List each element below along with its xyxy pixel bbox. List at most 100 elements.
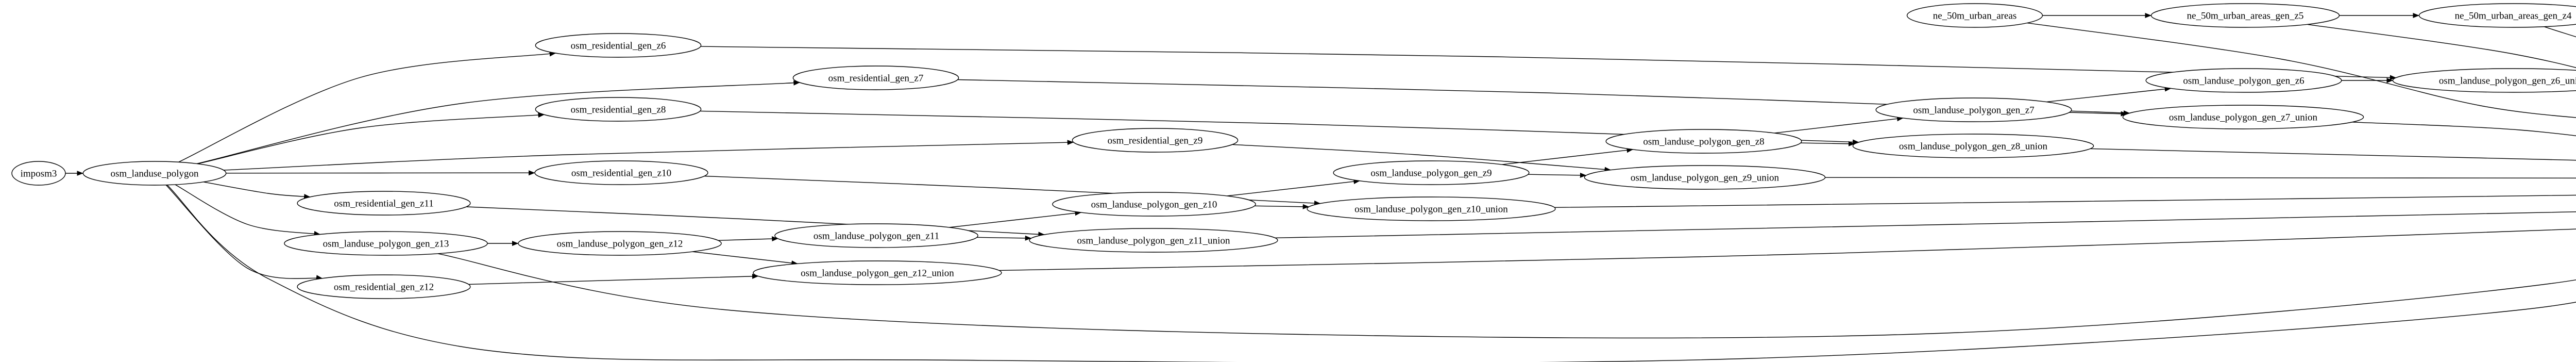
- edge-osm_landuse_polygon-to-osm_landuse_polygon_gen_z13: [175, 184, 320, 236]
- node-ellipse: [1852, 134, 2094, 158]
- edge-osm_landuse_polygon_gen_z12-to-osm_landuse_polygon_gen_z12_union: [692, 251, 798, 266]
- node-label: osm_landuse_polygon_gen_z11: [814, 231, 939, 242]
- edge-osm_landuse_polygon_gen_z9-to-osm_landuse_polygon_gen_z8: [1502, 147, 1633, 165]
- node-label: ne_50m_urban_areas_gen_z5: [2187, 11, 2304, 22]
- edge-osm_landuse_polygon-to-osm_residential_gen_z11: [203, 182, 311, 199]
- node-osm_landuse_polygon_gen_z11: osm_landuse_polygon_gen_z11: [774, 223, 978, 248]
- node-ellipse: [2150, 3, 2340, 28]
- edge-ne_50m_urban_areas_gen_z4-to-layer_landuse-z4: [2544, 26, 2576, 38]
- edge-osm_landuse_polygon_gen_z7-to-osm_landuse_polygon_gen_z7_union: [2069, 111, 2128, 117]
- node-ellipse: [1333, 160, 1530, 185]
- node-ellipse: [792, 65, 959, 90]
- edge-osm_residential_gen_z12-to-osm_landuse_polygon_gen_z12_union: [468, 273, 759, 285]
- node-ellipse: [1584, 165, 1826, 190]
- node-osm_landuse_polygon_gen_z7_union: osm_landuse_polygon_gen_z7_union: [2122, 105, 2364, 129]
- edge-ne_50m_urban_areas_gen_z5-to-layer_landuse-z5: [2307, 24, 2576, 69]
- edge-osm_landuse_polygon_gen_z11-to-osm_landuse_polygon_gen_z11_union: [977, 235, 1032, 241]
- node-label: ne_50m_urban_areas_gen_z4: [2455, 11, 2572, 22]
- node-osm_landuse_polygon: osm_landuse_polygon: [82, 161, 227, 186]
- node-ellipse: [11, 161, 66, 186]
- node-osm_landuse_polygon_gen_z12_union: osm_landuse_polygon_gen_z12_union: [753, 260, 1002, 285]
- node-label: osm_landuse_polygon_gen_z11_union: [1077, 236, 1230, 246]
- node-label: osm_residential_gen_z10: [571, 168, 671, 179]
- node-ellipse: [1307, 196, 1556, 221]
- node-imposm3: imposm3: [11, 161, 66, 186]
- node-osm_landuse_polygon_gen_z6: osm_landuse_polygon_gen_z6: [2145, 68, 2342, 93]
- node-label: osm_landuse_polygon_gen_z6: [2183, 76, 2304, 87]
- node-label: osm_landuse_polygon_gen_z10_union: [1354, 204, 1508, 215]
- node-label: osm_residential_gen_z6: [571, 41, 666, 52]
- edge-osm_landuse_polygon_gen_z7_union-to-layer_landuse-z7: [2352, 122, 2576, 136]
- node-label: osm_residential_gen_z11: [334, 199, 433, 209]
- node-label: osm_landuse_polygon_gen_z9: [1370, 168, 1492, 179]
- node-ne_50m_urban_areas: ne_50m_urban_areas: [1906, 3, 2043, 28]
- node-label: osm_landuse_polygon_gen_z7_union: [2169, 112, 2318, 123]
- node-osm_landuse_polygon_gen_z10_union: osm_landuse_polygon_gen_z10_union: [1307, 196, 1556, 221]
- node-label: osm_residential_gen_z8: [571, 105, 666, 116]
- node-osm_landuse_polygon_gen_z11_union: osm_landuse_polygon_gen_z11_union: [1029, 228, 1278, 253]
- edge-osm_residential_gen_z6-to-osm_landuse_polygon_gen_z6_union: [700, 46, 2397, 80]
- node-ellipse: [1605, 129, 1802, 154]
- node-label: imposm3: [21, 169, 57, 179]
- node-label: osm_landuse_polygon_gen_z12: [557, 239, 683, 250]
- node-ellipse: [1906, 3, 2043, 28]
- node-ellipse: [534, 160, 708, 185]
- node-label: osm_landuse_polygon_gen_z7: [1913, 105, 2034, 116]
- node-osm_landuse_polygon_gen_z8: osm_landuse_polygon_gen_z8: [1605, 129, 1802, 154]
- edge-osm_landuse_polygon_gen_z10-to-osm_landuse_polygon_gen_z10_union: [1255, 204, 1310, 209]
- node-osm_landuse_polygon_gen_z7: osm_landuse_polygon_gen_z7: [1875, 97, 2072, 122]
- edge-osm_landuse_polygon_gen_z9-to-osm_landuse_polygon_gen_z9_union: [1528, 172, 1587, 178]
- node-osm_landuse_polygon_gen_z10: osm_landuse_polygon_gen_z10: [1052, 192, 1256, 217]
- edge-osm_landuse_polygon-to-osm_residential_gen_z8: [197, 112, 545, 164]
- edge-osm_landuse_polygon_gen_z12-to-osm_landuse_polygon_gen_z11: [718, 236, 778, 242]
- node-osm_residential_gen_z7: osm_residential_gen_z7: [792, 65, 959, 90]
- node-osm_residential_gen_z12: osm_residential_gen_z12: [297, 274, 471, 299]
- node-ellipse: [2122, 105, 2364, 129]
- edge-osm_landuse_polygon_gen_z10_union-to-layer_landuse-z10: [1554, 194, 2576, 208]
- edge-osm_landuse_polygon_gen_z9_union-to-layer_landuse-z9: [1825, 177, 2576, 179]
- node-ellipse: [1072, 128, 1239, 153]
- edge-osm_landuse_polygon_gen_z11_union-to-layer_landuse-z11: [1275, 211, 2576, 238]
- edge-osm_landuse_polygon-to-osm_residential_gen_z7: [196, 80, 800, 164]
- node-osm_residential_gen_z6: osm_residential_gen_z6: [535, 33, 702, 58]
- node-ellipse: [1029, 228, 1278, 253]
- node-osm_landuse_polygon_gen_z12: osm_landuse_polygon_gen_z12: [518, 231, 722, 256]
- edge-osm_landuse_polygon_gen_z8-to-osm_landuse_polygon_gen_z8_union: [1800, 141, 1855, 146]
- node-label: osm_residential_gen_z9: [1108, 136, 1203, 146]
- node-label: osm_landuse_polygon_gen_z13: [323, 239, 449, 250]
- node-osm_residential_gen_z8: osm_residential_gen_z8: [535, 97, 702, 122]
- node-ne_50m_urban_areas_gen_z5: ne_50m_urban_areas_gen_z5: [2150, 3, 2340, 28]
- node-ellipse: [2418, 3, 2576, 28]
- node-ellipse: [753, 260, 1002, 285]
- node-ellipse: [297, 191, 471, 216]
- edge-osm_landuse_polygon-to-layer_landuse-z14+: [166, 185, 2576, 362]
- node-ellipse: [535, 97, 702, 122]
- node-ellipse: [297, 274, 471, 299]
- edge-osm_landuse_polygon_gen_z13-to-layer_landuse-z13: [437, 253, 2576, 339]
- node-label: osm_landuse_polygon_gen_z8: [1643, 137, 1764, 147]
- node-ellipse: [284, 231, 488, 256]
- node-osm_landuse_polygon_gen_z13: osm_landuse_polygon_gen_z13: [284, 231, 488, 256]
- node-osm_landuse_polygon_gen_z6_union: osm_landuse_polygon_gen_z6_union: [2392, 68, 2576, 93]
- node-ellipse: [2145, 68, 2342, 93]
- node-ellipse: [1052, 192, 1256, 217]
- edge-osm_landuse_polygon_gen_z10-to-osm_landuse_polygon_gen_z9: [1227, 179, 1360, 196]
- node-osm_landuse_polygon_gen_z9: osm_landuse_polygon_gen_z9: [1333, 160, 1530, 185]
- edge-osm_landuse_polygon_gen_z12_union-to-layer_landuse-z12: [999, 228, 2576, 271]
- node-osm_landuse_polygon_gen_z8_union: osm_landuse_polygon_gen_z8_union: [1852, 134, 2094, 158]
- node-label: osm_landuse_polygon_gen_z6_union: [2439, 76, 2576, 87]
- edge-osm_landuse_polygon_gen_z11-to-osm_landuse_polygon_gen_z10: [949, 210, 1081, 228]
- edge-osm_landuse_polygon_gen_z7-to-osm_landuse_polygon_gen_z6: [2046, 86, 2172, 103]
- node-label: osm_residential_gen_z7: [828, 73, 924, 84]
- node-label: osm_landuse_polygon_gen_z10: [1091, 200, 1217, 210]
- edge-osm_landuse_polygon-to-osm_residential_gen_z12: [165, 185, 323, 281]
- edge-osm_landuse_polygon-to-osm_residential_gen_z6: [178, 51, 556, 162]
- edge-osm_landuse_polygon_gen_z8-to-osm_landuse_polygon_gen_z7: [1774, 116, 1904, 134]
- node-osm_residential_gen_z11: osm_residential_gen_z11: [297, 191, 471, 216]
- node-osm_residential_gen_z9: osm_residential_gen_z9: [1072, 128, 1239, 153]
- edge-osm_residential_gen_z11-to-osm_landuse_polygon_gen_z11_union: [466, 206, 1045, 237]
- node-osm_residential_gen_z10: osm_residential_gen_z10: [534, 160, 708, 185]
- node-ne_50m_urban_areas_gen_z4: ne_50m_urban_areas_gen_z4: [2418, 3, 2576, 28]
